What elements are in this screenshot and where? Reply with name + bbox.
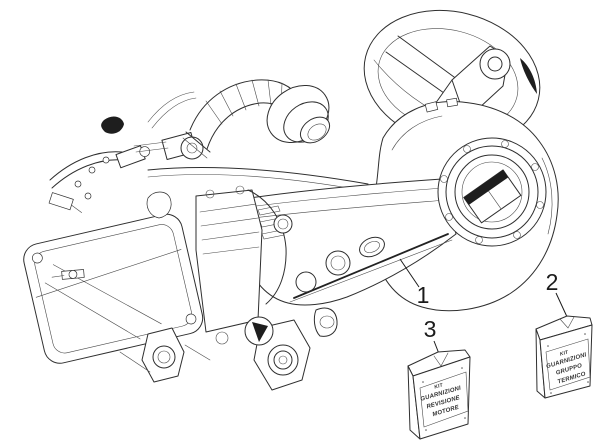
gasket-kit-thermal-packet[interactable]: KIT GUARNIZIONI GRUPPO TERMICO [535,315,593,399]
cover-plate [463,169,522,224]
throttle-body-assembly [48,91,204,219]
valve-cover [23,213,204,364]
gasket-kit-overhaul-packet[interactable]: KIT GUARNIZIONI REVISIONE MOTORE [407,349,471,440]
engine-mount-lugs [119,307,338,391]
callout-3-number[interactable]: 3 [424,316,437,342]
air-intake-bellmouth [266,85,331,144]
overhaul-packet-label: KIT GUARNIZIONI REVISIONE MOTORE [420,382,462,418]
svg-text:KIT: KIT [559,349,570,357]
svg-text:KIT: KIT [434,382,445,390]
crankcase-cover [437,137,547,247]
cylinder-block [195,185,293,345]
callout-2-number[interactable]: 2 [546,269,559,295]
wing-bolt [51,269,85,280]
callout-1-number[interactable]: 1 [417,282,430,308]
callout-1[interactable]: 1 [399,258,430,308]
callout-2[interactable]: 2 [546,269,569,320]
